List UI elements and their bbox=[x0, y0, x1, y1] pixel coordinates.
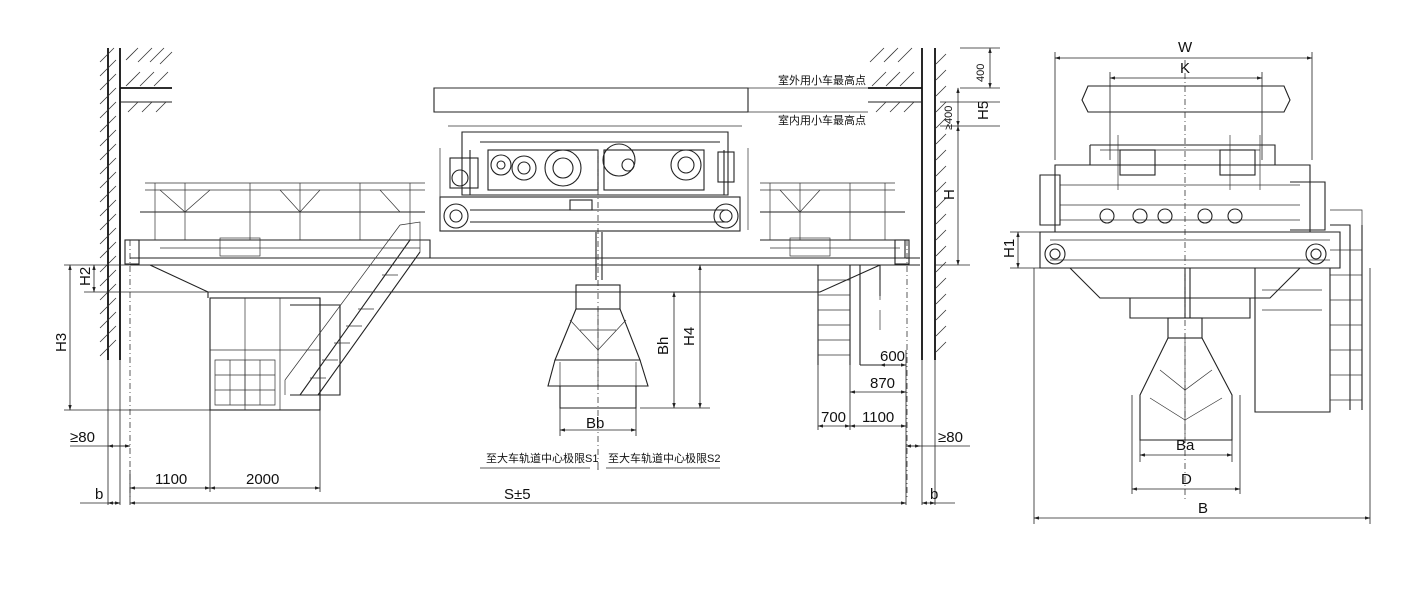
dim-1100-left: 1100 bbox=[155, 471, 187, 488]
side-view-labels: W K H1 Ba D B bbox=[1001, 39, 1208, 517]
operator-cab bbox=[209, 297, 341, 411]
dim-bh: Bh bbox=[655, 337, 672, 355]
dim-h: H bbox=[941, 189, 958, 200]
rail-limit-s1-note: 至大车轨道中心极限S1 bbox=[486, 451, 598, 465]
side-grab-bucket bbox=[1139, 268, 1233, 441]
dim-b-right: b bbox=[930, 486, 938, 503]
dim-b-side: B bbox=[1198, 500, 1208, 517]
grab-bucket bbox=[547, 232, 649, 409]
right-building-wall bbox=[868, 47, 947, 360]
dim-ge80-left: ≥80 bbox=[70, 429, 95, 446]
side-dimensions bbox=[1010, 52, 1371, 524]
side-trolley bbox=[1039, 135, 1326, 233]
dim-400-top: 400 bbox=[975, 64, 987, 82]
dim-1100-right: 1100 bbox=[862, 409, 894, 426]
dim-w: W bbox=[1178, 39, 1193, 56]
dim-600: 600 bbox=[880, 348, 905, 365]
left-building-wall bbox=[99, 47, 173, 360]
dim-h1: H1 bbox=[1001, 239, 1018, 258]
indoor-trolley-top-note: 室内用小车最高点 bbox=[778, 113, 866, 127]
side-roof bbox=[1081, 85, 1291, 113]
dim-h3: H3 bbox=[53, 333, 70, 352]
trolley bbox=[439, 131, 749, 232]
side-ladder bbox=[1330, 209, 1363, 410]
staircase bbox=[284, 221, 421, 396]
outdoor-trolley-top-note: 室外用小车最高点 bbox=[778, 73, 866, 87]
dim-2000: 2000 bbox=[246, 471, 279, 488]
dim-h2: H2 bbox=[77, 267, 94, 286]
trolley-roof bbox=[433, 87, 868, 127]
rail-limit-s2-note: 至大车轨道中心极限S2 bbox=[608, 451, 720, 465]
dim-bb: Bb bbox=[586, 415, 604, 432]
dim-b-left: b bbox=[95, 486, 103, 503]
side-view: W K H1 Ba D B bbox=[1001, 39, 1371, 524]
front-view: 室外用小车最高点 室内用小车最高点 400 H5 ≥400 H H2 H3 Bh… bbox=[53, 47, 1000, 505]
front-view-labels: 室外用小车最高点 室内用小车最高点 400 H5 ≥400 H H2 H3 Bh… bbox=[53, 64, 992, 503]
dim-h5: H5 bbox=[975, 101, 992, 120]
centerlines bbox=[129, 150, 908, 500]
dim-ge80-right: ≥80 bbox=[938, 429, 963, 446]
horizontal-dimensions bbox=[70, 350, 970, 505]
dim-700: 700 bbox=[821, 409, 846, 426]
dim-h4: H4 bbox=[681, 327, 698, 346]
dim-span: S±5 bbox=[504, 486, 531, 503]
dim-ba: Ba bbox=[1176, 437, 1195, 454]
dim-k: K bbox=[1180, 60, 1190, 77]
dim-ge400: ≥400 bbox=[943, 106, 955, 130]
side-girder bbox=[1039, 231, 1341, 413]
vertical-dimensions bbox=[64, 47, 1000, 411]
dim-870: 870 bbox=[870, 375, 895, 392]
dim-d: D bbox=[1181, 471, 1192, 488]
